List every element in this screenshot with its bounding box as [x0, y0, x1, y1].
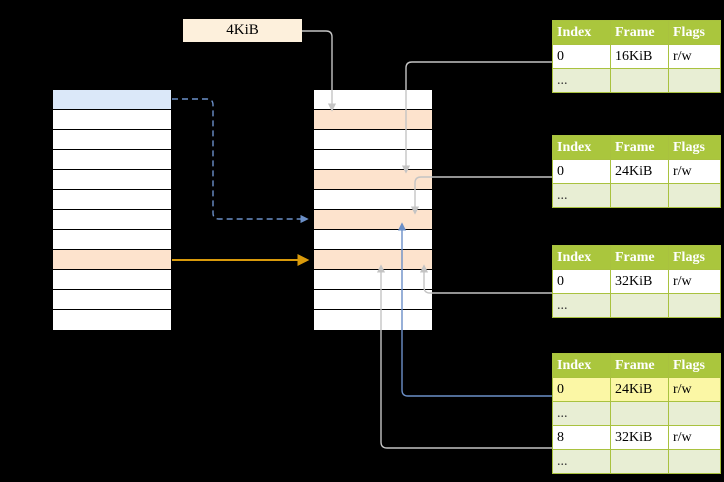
table-2-cell-r0-c2: r/w: [668, 159, 721, 184]
mid-column-cell-0: [314, 90, 432, 110]
left-column-cell-1: [53, 110, 171, 130]
table-4-cell-r0-c1: 24KiB: [610, 377, 669, 402]
table-3-cell-r1-c2: [668, 293, 721, 318]
table-3-cell-r0-c2: r/w: [668, 269, 721, 294]
table-2-cell-r0-c1: 24KiB: [610, 159, 669, 184]
table-4-row: ...: [552, 449, 721, 474]
table-4-header-frame: Frame: [610, 353, 669, 378]
table-3-cell-r1-c1: [610, 293, 669, 318]
table-4-cell-r1-c0: ...: [552, 401, 611, 426]
wire-table3-to-mid-row9: [419, 264, 552, 294]
left-column-cell-3: [53, 150, 171, 170]
table-4-cell-r3-c1: [610, 449, 669, 474]
table-3-cell-r0-c0: 0: [552, 269, 611, 294]
table-2-cell-r1-c2: [668, 183, 721, 208]
table-1-header-flags: Flags: [668, 20, 721, 45]
size-label-4kib: 4KiB: [183, 19, 302, 42]
table-4-cell-r1-c2: [668, 401, 721, 426]
table-2-header-frame: Frame: [610, 135, 669, 160]
table-3-cell-r1-c0: ...: [552, 293, 611, 318]
left-column-cell-7: [53, 230, 171, 250]
table-4-row: ...: [552, 401, 721, 426]
table-3-header-flags: Flags: [668, 245, 721, 270]
table-4-cell-r1-c1: [610, 401, 669, 426]
table-4-header-index: Index: [552, 353, 611, 378]
table-1-cell-r1-c2: [668, 68, 721, 93]
wire-table2-to-mid-row7: [410, 176, 552, 215]
middle-memory-column: [313, 89, 433, 330]
mid-column-cell-8: [314, 250, 432, 270]
table-3-row: ...: [552, 293, 721, 318]
table-1-cell-r0-c0: 0: [552, 44, 611, 69]
mid-column-cell-2: [314, 130, 432, 150]
table-4-cell-r2-c0: 8: [552, 425, 611, 450]
left-column-cell-8: [53, 250, 171, 270]
mid-column-cell-10: [314, 290, 432, 310]
table-4-cell-r0-c0: 0: [552, 377, 611, 402]
table-2-cell-r0-c0: 0: [552, 159, 611, 184]
table-2-cell-r1-c1: [610, 183, 669, 208]
mid-column-cell-1: [314, 110, 432, 130]
mid-column-cell-4: [314, 170, 432, 190]
left-column-cell-2: [53, 130, 171, 150]
table-2-header-flags: Flags: [668, 135, 721, 160]
table-1-row: ...: [552, 68, 721, 93]
table-3-header-frame: Frame: [610, 245, 669, 270]
mid-column-cell-6: [314, 210, 432, 230]
left-column-cell-10: [53, 290, 171, 310]
table-3-header-index: Index: [552, 245, 611, 270]
table-1-cell-r0-c1: 16KiB: [610, 44, 669, 69]
table-3-cell-r0-c1: 32KiB: [610, 269, 669, 294]
mid-column-cell-5: [314, 190, 432, 210]
mid-column-cell-9: [314, 270, 432, 290]
left-column-cell-11: [53, 310, 171, 330]
left-column-cell-4: [53, 170, 171, 190]
left-column-cell-9: [53, 270, 171, 290]
left-memory-column: [52, 89, 172, 330]
table-2-cell-r1-c0: ...: [552, 183, 611, 208]
left-column-cell-0: [53, 90, 171, 110]
left-column-cell-6: [53, 210, 171, 230]
mid-column-cell-3: [314, 150, 432, 170]
mid-column-cell-11: [314, 310, 432, 330]
table-4-cell-r3-c2: [668, 449, 721, 474]
table-4-cell-r0-c2: r/w: [668, 377, 721, 402]
mid-column-cell-7: [314, 230, 432, 250]
table-1-cell-r1-c0: ...: [552, 68, 611, 93]
table-4-header-flags: Flags: [668, 353, 721, 378]
left-column-cell-5: [53, 190, 171, 210]
table-1-header-index: Index: [552, 20, 611, 45]
table-2-header-index: Index: [552, 135, 611, 160]
table-2-row: ...: [552, 183, 721, 208]
table-4-cell-r3-c0: ...: [552, 449, 611, 474]
table-4-cell-r2-c2: r/w: [668, 425, 721, 450]
table-1-cell-r0-c2: r/w: [668, 44, 721, 69]
table-1-header-frame: Frame: [610, 20, 669, 45]
table-4-cell-r2-c1: 32KiB: [610, 425, 669, 450]
wire-left-row1-to-mid-row7-dashed: [172, 98, 309, 224]
table-1-cell-r1-c1: [610, 68, 669, 93]
